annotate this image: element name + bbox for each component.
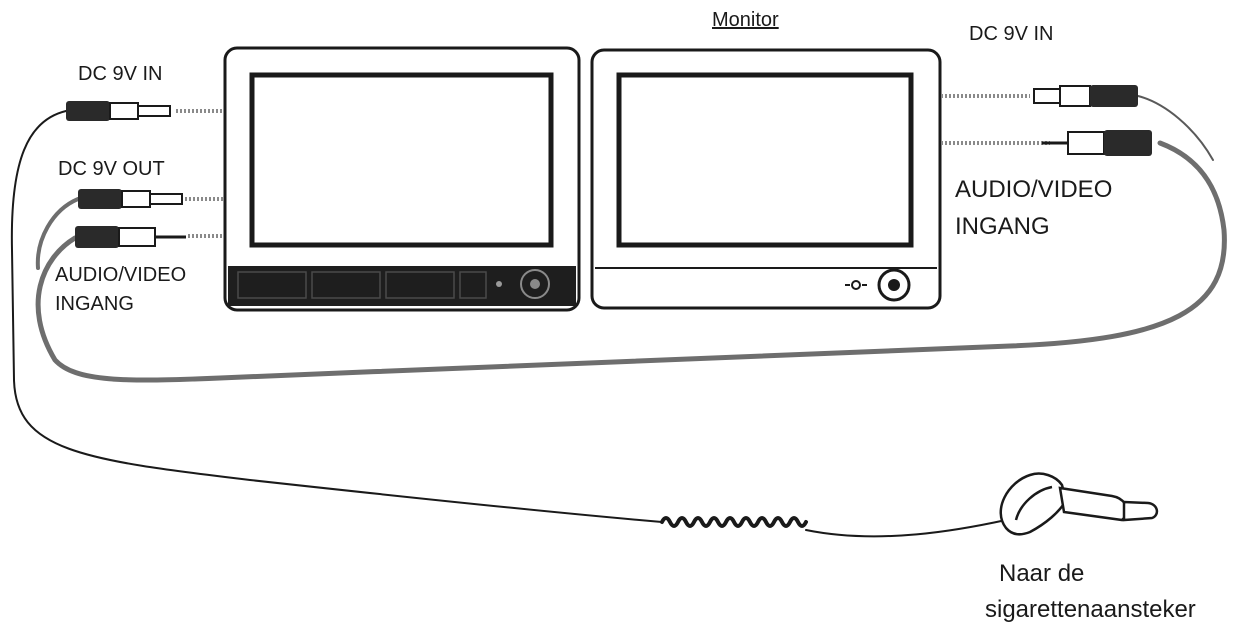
right-dc-in-plug — [1033, 85, 1138, 107]
cigarette-lighter-plug — [999, 472, 1159, 536]
dotted-port-lines — [176, 94, 1050, 238]
left-av-input-label-line1: AUDIO/VIDEO — [55, 264, 187, 286]
right-dc-in-label: DC 9V IN — [969, 23, 1054, 45]
coiled-cord — [660, 516, 808, 528]
left-monitor-screen — [249, 72, 554, 248]
lighter-plug-tip — [1122, 500, 1159, 522]
left-dc-out-label: DC 9V OUT — [58, 158, 165, 180]
power-source-label-line2: sigarettenaansteker — [985, 596, 1196, 623]
left-dc-in-plug — [66, 101, 171, 121]
right-dc-in-cable — [1137, 95, 1214, 161]
dc-out-cable — [35, 197, 80, 270]
coil-to-plug-cable — [805, 519, 1007, 538]
left-panel-button-3 — [385, 271, 455, 299]
right-monitor — [590, 48, 942, 310]
power-source-label-line1: Naar de — [999, 560, 1085, 587]
left-navigation-dial-icon — [520, 269, 550, 299]
left-dc-out-plug — [78, 189, 183, 209]
right-monitor-screen — [616, 72, 914, 248]
right-av-plug — [1042, 130, 1152, 156]
left-indicator-led — [496, 281, 502, 287]
left-av-input-label-line2: INGANG — [55, 293, 134, 315]
left-panel-button-2 — [311, 271, 381, 299]
left-monitor — [223, 46, 581, 312]
lighter-plug-groove — [1014, 485, 1053, 521]
right-ir-sensor-icon — [851, 280, 861, 290]
right-av-input-label-line2: INGANG — [955, 213, 1050, 240]
left-panel-button-1 — [237, 271, 307, 299]
lighter-plug-head — [999, 472, 1068, 536]
av-loop-cable — [35, 140, 1227, 383]
right-av-input-label-line1: AUDIO/VIDEO — [955, 176, 1113, 203]
cables — [10, 95, 1227, 538]
right-power-button-center — [888, 279, 900, 291]
lighter-plug-barrel — [1058, 486, 1129, 522]
left-av-plug — [75, 226, 186, 248]
left-dial-center — [530, 279, 540, 289]
left-dc-in-label: DC 9V IN — [78, 63, 163, 85]
left-panel-button-4 — [459, 271, 487, 299]
power-cable-to-lighter — [10, 110, 663, 523]
diagram-title: Monitor — [712, 9, 779, 31]
